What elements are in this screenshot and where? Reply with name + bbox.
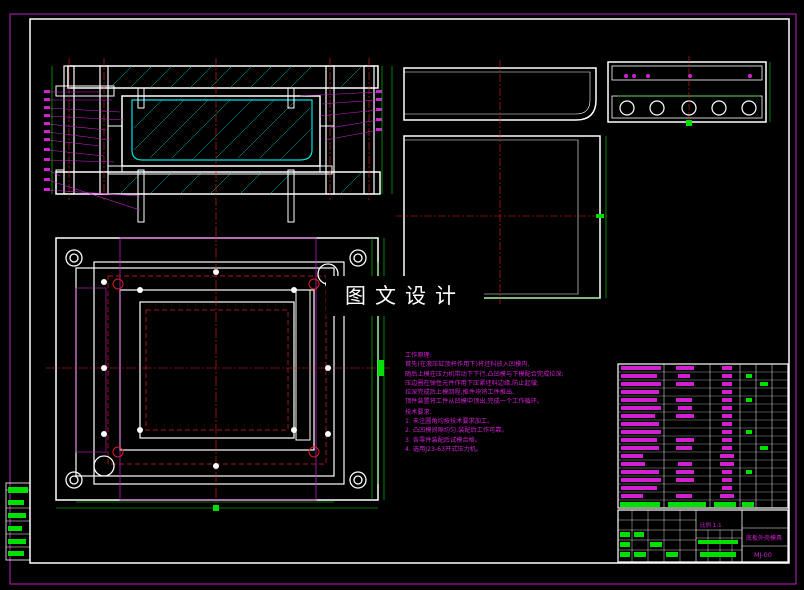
note-line: 拉深完成后上模回程,推件块将工件推出, xyxy=(405,389,515,397)
technical-notes: 工作原理: 首先(在液压缸顶杆作用下)将坯料放入凹模内, 随后上模在压力机带动下… xyxy=(405,350,610,454)
tech-line: 3. 各零件装配后试模合格。 xyxy=(405,436,481,444)
note-line: 随后上模在压力机带动下下行,凸凹模与下模配合完成拉深; xyxy=(405,370,564,378)
margin-strip xyxy=(5,482,31,561)
watermark-text: 图文设计 xyxy=(345,284,465,308)
plan-view xyxy=(46,232,390,511)
section-view xyxy=(44,58,393,236)
tech-line: 4. 选用J23-63开式压力机。 xyxy=(405,445,483,453)
part-views xyxy=(396,56,771,304)
tech-title: 技术要求: xyxy=(405,408,432,416)
outer-frame xyxy=(9,13,797,585)
watermark-panel: 图文设计 xyxy=(326,276,484,316)
note-line: 首先(在液压缸顶杆作用下)将坯料放入凹模内, xyxy=(405,361,530,369)
note-line: 压边圈在弹性元件作用下压紧坯料边缘,防止起皱; xyxy=(405,379,539,387)
title-block xyxy=(617,509,789,563)
drawing-title: 底板外壳模具 xyxy=(746,535,783,542)
drawing-scale: 比例 1:1 xyxy=(700,523,722,529)
note-line: 顶件装置将工件从凹模中顶出,完成一个工作循环。 xyxy=(405,398,544,406)
tech-line: 2. 凸凹模间隙均匀,装配后工作可靠。 xyxy=(405,427,508,435)
notes-title: 工作原理: xyxy=(405,352,432,359)
inner-frame xyxy=(29,18,790,564)
tech-line: 1. 未注圆角均按技术要求加工。 xyxy=(405,418,494,426)
drawing-number: MJ-00 xyxy=(754,551,772,559)
parts-list xyxy=(617,363,789,509)
